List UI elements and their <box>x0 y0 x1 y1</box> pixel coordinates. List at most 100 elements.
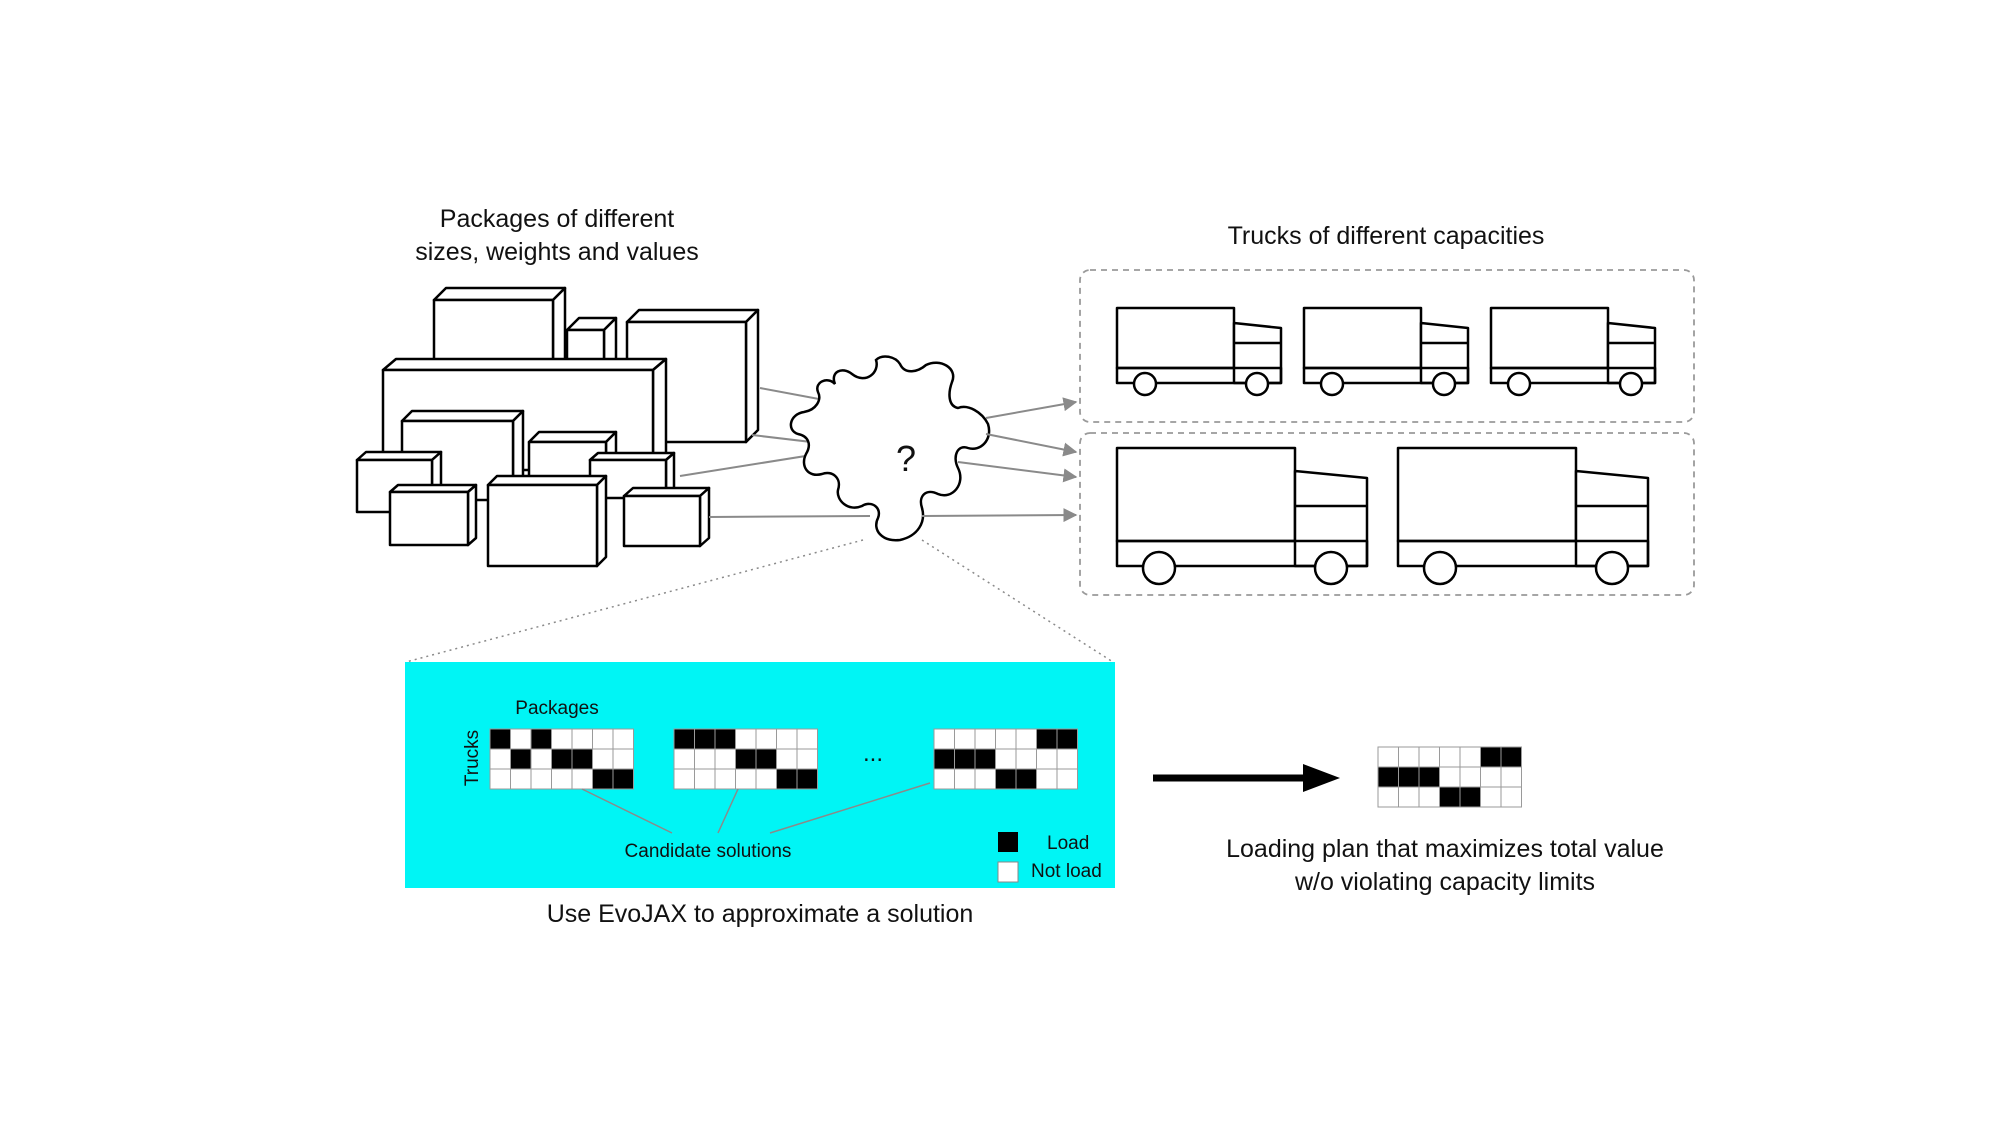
grid-cell-not-load <box>1056 768 1078 790</box>
grid-cell-load <box>571 748 593 770</box>
grid-cell-not-load <box>510 768 532 790</box>
arrow-to-large-trucks-1 <box>985 433 1078 457</box>
grid-cell-not-load <box>796 728 818 750</box>
result-caption-line1: Loading plan that maximizes total value <box>1226 835 1664 863</box>
large-trucks-group <box>1079 432 1695 596</box>
grid-cell-load <box>1500 746 1522 768</box>
grid-cell-not-load <box>1398 746 1420 768</box>
grid-cell-load <box>673 728 695 750</box>
grid-cell-not-load <box>592 748 614 770</box>
grid-cell-not-load <box>1459 766 1481 788</box>
grid-cell-not-load <box>714 748 736 770</box>
package-box <box>486 474 608 568</box>
truck-icon <box>1302 306 1470 397</box>
grid-cell-not-load <box>995 728 1017 750</box>
grid-cell-load <box>1015 768 1037 790</box>
grid-cell-not-load <box>1015 728 1037 750</box>
grid-cell-load <box>995 768 1017 790</box>
puzzle-question-mark: ? <box>896 438 916 479</box>
grid-cell-load <box>694 728 716 750</box>
legend-load-swatch <box>998 832 1018 852</box>
candidate-grid <box>933 728 1078 790</box>
grid-cell-not-load <box>933 768 955 790</box>
packages-caption-line1: Packages of different <box>440 205 674 233</box>
grid-cell-not-load <box>995 748 1017 770</box>
candidate-grid <box>673 728 818 790</box>
grid-cell-not-load <box>530 748 552 770</box>
legend-not-load-label: Not load <box>1031 861 1102 882</box>
grid-cell-load <box>1439 786 1461 808</box>
grid-cell-not-load <box>1377 746 1399 768</box>
grid-cell-load <box>1480 746 1502 768</box>
grid-cell-not-load <box>1500 766 1522 788</box>
packages-caption-line2: sizes, weights and values <box>415 238 698 266</box>
grid-cell-not-load <box>612 748 634 770</box>
packages-axis-label: Packages <box>515 698 598 719</box>
grid-cell-load <box>489 728 511 750</box>
puzzle-piece-icon: ? <box>789 355 991 542</box>
grid-cell-load <box>735 748 757 770</box>
candidate-connectors <box>581 782 931 834</box>
output-arrows <box>921 397 1078 523</box>
grid-cell-load <box>933 748 955 770</box>
grid-cell-not-load <box>755 728 777 750</box>
grid-cell-not-load <box>551 728 573 750</box>
grid-cell-load <box>592 768 614 790</box>
grid-cell-load <box>530 728 552 750</box>
grid-cell-not-load <box>673 748 695 770</box>
grid-cell-not-load <box>1056 748 1078 770</box>
grid-cell-not-load <box>796 748 818 770</box>
grid-cell-not-load <box>1480 786 1502 808</box>
grid-cell-load <box>1056 728 1078 750</box>
legend-load-label: Load <box>1047 833 1089 854</box>
grid-cell-not-load <box>592 728 614 750</box>
grid-cell-not-load <box>1439 746 1461 768</box>
grid-cell-not-load <box>776 728 798 750</box>
packages-pile <box>355 286 760 568</box>
truck-icon <box>1115 306 1283 397</box>
arrow-to-small-trucks <box>985 397 1078 419</box>
truck-icon <box>1396 446 1650 586</box>
grid-cell-not-load <box>954 768 976 790</box>
grid-cell-not-load <box>1377 786 1399 808</box>
grid-cell-not-load <box>551 768 573 790</box>
grid-cell-load <box>974 748 996 770</box>
grid-cell-not-load <box>933 728 955 750</box>
grid-cell-not-load <box>1459 746 1481 768</box>
grid-cell-load <box>510 748 532 770</box>
grid-cell-not-load <box>974 728 996 750</box>
grid-cell-not-load <box>489 748 511 770</box>
grid-cell-not-load <box>735 728 757 750</box>
grid-cell-not-load <box>954 728 976 750</box>
result-caption-line2: w/o violating capacity limits <box>1294 868 1595 896</box>
truck-icon <box>1115 446 1369 586</box>
grid-cell-load <box>796 768 818 790</box>
grid-cell-load <box>1036 728 1058 750</box>
grid-cell-load <box>1377 766 1399 788</box>
trucks-caption: Trucks of different capacities <box>1228 222 1545 250</box>
candidate-grids <box>489 728 1078 790</box>
grid-cell-not-load <box>776 748 798 770</box>
grid-cell-load <box>612 768 634 790</box>
grid-cell-not-load <box>755 768 777 790</box>
arrow-to-large-trucks-2 <box>957 461 1078 483</box>
grid-cell-not-load <box>1500 786 1522 808</box>
grid-cell-not-load <box>1439 766 1461 788</box>
grid-cell-not-load <box>974 768 996 790</box>
small-trucks-group <box>1079 269 1695 423</box>
grid-cell-load <box>714 728 736 750</box>
grid-cell-load <box>551 748 573 770</box>
result-arrow <box>1153 764 1340 792</box>
grid-cell-not-load <box>489 768 511 790</box>
arrow-to-large-trucks-3 <box>921 508 1078 523</box>
zoom-lines <box>405 539 1114 663</box>
grid-cell-load <box>954 748 976 770</box>
grid-cell-not-load <box>612 728 634 750</box>
grid-cell-load <box>1398 766 1420 788</box>
grid-cell-not-load <box>1480 766 1502 788</box>
legend-not-load-swatch <box>997 861 1019 883</box>
grid-cell-not-load <box>714 768 736 790</box>
grid-cell-not-load <box>1398 786 1420 808</box>
grid-cell-not-load <box>1036 748 1058 770</box>
grid-cell-load <box>776 768 798 790</box>
